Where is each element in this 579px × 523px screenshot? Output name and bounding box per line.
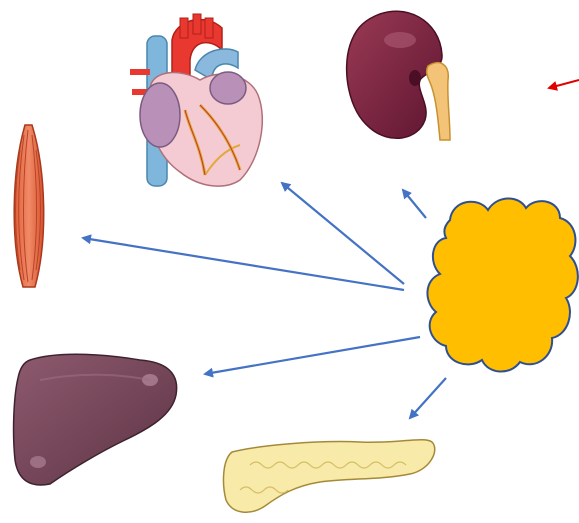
liver-icon	[14, 354, 177, 485]
arrow-to-muscle	[83, 238, 404, 290]
arrow-to-heart	[282, 183, 404, 284]
arrow-to-kidney	[403, 190, 426, 218]
arrow-to-pancreas	[410, 378, 446, 418]
kidney-adrenal-icon	[347, 11, 450, 140]
incoming-arrow	[549, 80, 579, 88]
muscle-icon	[14, 125, 44, 287]
arrow-to-liver	[205, 337, 420, 374]
heart-icon	[130, 14, 262, 186]
pancreas-icon	[224, 440, 435, 513]
adipose-tissue-icon	[427, 198, 577, 371]
